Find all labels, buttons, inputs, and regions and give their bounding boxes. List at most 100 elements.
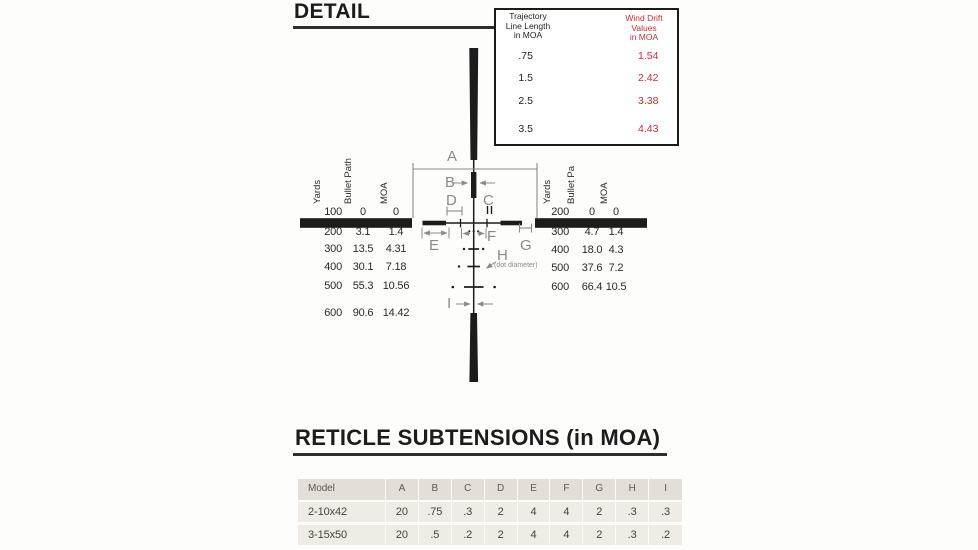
table-cell: 7.2 — [608, 262, 624, 274]
subtensions-row-3-15x50: 3-15x50 20 .5 .2 2 4 4 2 .3 .2 — [298, 524, 682, 545]
value-cell: .75 — [419, 501, 452, 522]
label-D: D — [446, 192, 457, 209]
column-header: E — [518, 479, 551, 500]
table-cell: 0 — [360, 206, 366, 218]
inset-left-header-line: in MOA — [513, 30, 543, 40]
value-cell: 4 — [518, 524, 551, 545]
dim-F — [461, 228, 487, 239]
inset-right-header: Wind Drift Values in MOA — [612, 13, 676, 43]
subtensions-row-2-10x42: 2-10x42 20 .75 .3 2 4 4 2 .3 .3 — [298, 501, 682, 522]
dim-E — [421, 227, 450, 239]
value-cell: 2 — [485, 524, 518, 545]
trajectory-length-value: 1.5 — [518, 72, 533, 84]
subtensions-title: RETICLE SUBTENSIONS (in MOA) — [295, 425, 661, 450]
label-F: F — [487, 228, 497, 245]
table-cell: 1.4 — [388, 226, 404, 238]
left-table-header-yards: Yards — [312, 179, 323, 204]
value-cell: 2 — [485, 501, 518, 522]
label-H-note: (dot diameter) — [494, 262, 538, 269]
column-header: H — [616, 479, 650, 500]
page-title: DETAIL — [294, 0, 371, 23]
value-cell: .5 — [419, 524, 452, 545]
table-cell: 30.1 — [352, 261, 374, 273]
table-cell: 200 — [551, 206, 569, 218]
bottom-post — [469, 313, 479, 382]
upper-bar — [471, 172, 477, 198]
dim-H-arrow — [485, 261, 496, 269]
value-cell: 2 — [583, 524, 617, 545]
table-cell: 14.42 — [382, 307, 410, 319]
column-header: Model — [298, 479, 386, 500]
value-cell: .2 — [661, 528, 671, 541]
inset-left-header: Trajectory Line Length in MOA — [497, 11, 559, 41]
left-table-header-moa: MOA — [379, 182, 390, 204]
column-header: A — [386, 479, 419, 500]
table-cell: 1.4 — [608, 226, 624, 238]
value-cell: 4 — [550, 524, 584, 545]
value-cell: .3 — [661, 505, 671, 518]
detail-inset-box — [494, 8, 679, 146]
label-E: E — [429, 237, 440, 254]
wind-drift-value: 2.42 — [638, 72, 659, 84]
table-cell: 400 — [324, 261, 342, 273]
table-cell: 90.6 — [352, 307, 374, 319]
trajectory-length-value: 3.5 — [518, 123, 533, 135]
left-table-header-bullet-path: Bullet Path — [343, 158, 354, 204]
table-cell: 13.5 — [352, 243, 374, 255]
dim-D — [446, 206, 463, 216]
label-G: G — [520, 237, 532, 254]
table-cell: 0 — [613, 206, 619, 218]
inset-left-header-line: Trajectory — [509, 11, 547, 21]
label-B: B — [445, 174, 456, 191]
table-cell: 0 — [589, 206, 595, 218]
right-table-header-bullet-path: Bullet Pa — [566, 165, 577, 204]
column-header: I — [664, 483, 667, 494]
subtensions-header-row: Model A B C D E F G H I — [298, 479, 682, 500]
wind-drift-value: 1.54 — [638, 50, 659, 62]
value-cell: .3 — [616, 501, 650, 522]
value-cell: .3 — [452, 501, 485, 522]
reticle-art — [300, 48, 647, 382]
inset-right-header-line: in MOA — [629, 32, 659, 42]
model-cell: 3-15x50 — [298, 524, 386, 545]
table-cell: 55.3 — [352, 280, 374, 292]
table-cell: 4.31 — [385, 243, 407, 255]
column-header: D — [485, 479, 518, 500]
column-header: B — [419, 479, 452, 500]
label-I: I — [447, 295, 452, 312]
table-cell: 0 — [393, 206, 399, 218]
value-cell: 4 — [550, 501, 584, 522]
left-mid-bar — [422, 220, 446, 226]
table-cell: 200 — [324, 226, 342, 238]
top-post — [469, 48, 479, 160]
table-cell: 300 — [551, 226, 569, 238]
wind-drift-value: 3.38 — [638, 95, 659, 107]
table-cell: 7.18 — [385, 261, 407, 273]
value-cell: .3 — [616, 524, 650, 545]
table-cell: 10.5 — [605, 281, 627, 293]
trajectory-length-value: .75 — [518, 50, 533, 62]
value-cell: 2 — [583, 501, 617, 522]
table-cell: 10.56 — [382, 280, 410, 292]
inset-left-header-line: Line Length — [505, 20, 551, 31]
table-cell: 500 — [324, 280, 342, 292]
value-cell: 20 — [386, 501, 419, 522]
table-cell: 400 — [551, 244, 569, 256]
value-cell: 20 — [386, 524, 419, 545]
table-cell: 4.7 — [584, 226, 600, 238]
table-cell: 600 — [324, 307, 342, 319]
table-cell: 3.1 — [355, 226, 371, 238]
column-header: C — [452, 479, 485, 500]
label-C: C — [483, 192, 494, 209]
label-H: H — [497, 247, 508, 264]
column-header: F — [550, 479, 584, 500]
title-rule — [293, 26, 583, 29]
model-cell: 2-10x42 — [298, 501, 386, 522]
value-cell: .2 — [452, 524, 485, 545]
right-table-header-yards: Yards — [542, 179, 553, 204]
dim-G — [518, 223, 533, 233]
wind-drift-value: 4.43 — [638, 123, 659, 135]
value-cell: 4 — [518, 501, 551, 522]
table-cell: 66.4 — [581, 281, 603, 293]
